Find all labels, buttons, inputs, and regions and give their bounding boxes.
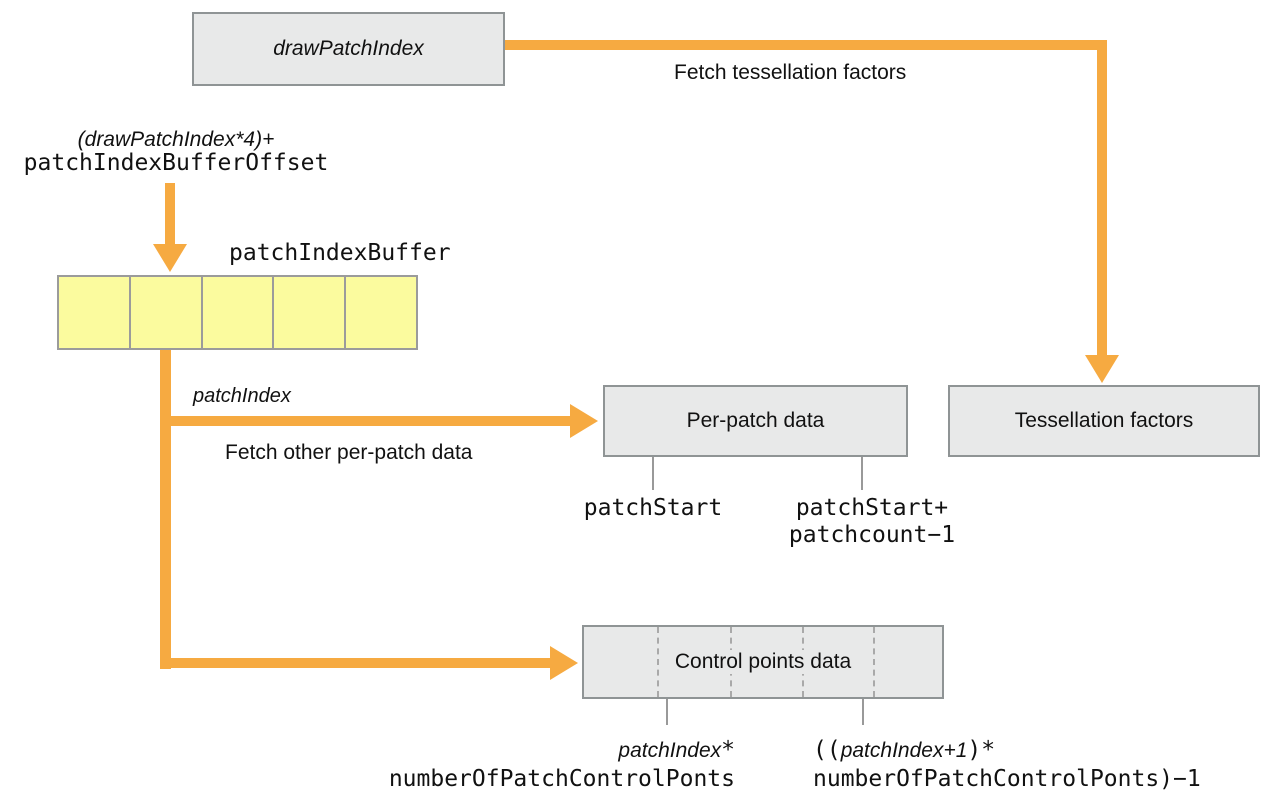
buffer-cell: [272, 277, 344, 348]
label-cp-left-italic: patchIndex: [618, 739, 722, 762]
label-patch-index-buffer: patchIndexBuffer: [229, 240, 451, 266]
label-cp-right-italic: patchIndex+1: [840, 739, 968, 762]
dashed-divider-icon: [873, 627, 875, 697]
arrow-buffer-offset-vertical-icon: [165, 183, 175, 245]
dashed-divider-icon: [657, 627, 659, 697]
label-patch-start-plus: patchStart+ patchcount−1: [752, 495, 992, 549]
box-tessellation-factors-label: Tessellation factors: [1014, 409, 1194, 432]
label-offset-line1: (drawPatchIndex*4)+: [77, 128, 275, 151]
arrowhead-right-per-patch-icon: [570, 404, 598, 438]
label-cp-left-op: *: [721, 737, 735, 763]
label-patch-start: patchStart: [583, 495, 723, 521]
box-draw-patch-index: drawPatchIndex: [192, 12, 505, 86]
label-patch-start-plus-line1: patchStart+: [795, 495, 949, 521]
label-cp-right-open: ((: [813, 737, 841, 763]
label-fetch-tessellation-factors: Fetch tessellation factors: [674, 61, 907, 84]
arrow-fetch-tessellation-horizontal-icon: [505, 40, 1107, 50]
arrow-fetch-control-points-horizontal-icon: [160, 658, 550, 668]
box-tessellation-factors: Tessellation factors: [948, 385, 1260, 457]
arrow-main-vertical-icon: [160, 350, 171, 669]
tick-cp-right-icon: [862, 699, 864, 725]
buffer-cell: [344, 277, 416, 348]
patch-index-buffer: [57, 275, 418, 350]
label-cp-left-line2: numberOfPatchControlPonts: [388, 766, 735, 792]
box-per-patch-data-label: Per-patch data: [686, 409, 825, 432]
buffer-cell: [128, 277, 201, 348]
arrowhead-right-control-points-icon: [550, 646, 578, 680]
box-control-points-data-label: Control points data: [664, 650, 862, 674]
label-cp-right-line1: ((patchIndex+1)*: [813, 737, 1201, 766]
arrow-fetch-per-patch-horizontal-icon: [160, 416, 570, 426]
label-offset-line2: patchIndexBufferOffset: [23, 150, 329, 176]
box-per-patch-data: Per-patch data: [603, 385, 908, 457]
box-control-points-data: Control points data: [582, 625, 944, 699]
tick-cp-left-icon: [666, 699, 668, 725]
label-cp-left-line1: patchIndex*: [389, 737, 735, 766]
buffer-cell: [200, 277, 273, 348]
arrow-fetch-tessellation-vertical-icon: [1097, 40, 1107, 355]
label-buffer-offset-expression: (drawPatchIndex*4)+ patchIndexBufferOffs…: [15, 128, 337, 176]
box-draw-patch-index-label: drawPatchIndex: [273, 37, 424, 60]
label-cp-right-close: )*: [967, 737, 996, 763]
arrowhead-down-tessellation-icon: [1085, 355, 1119, 383]
arrowhead-down-buffer-icon: [153, 244, 187, 272]
label-patch-start-plus-line2: patchcount−1: [788, 522, 956, 548]
buffer-cell: [59, 277, 129, 348]
label-cp-right-line2: numberOfPatchControlPonts)−1: [813, 766, 1201, 792]
label-control-points-start-index: patchIndex* numberOfPatchControlPonts: [389, 737, 735, 793]
label-control-points-end-index: ((patchIndex+1)* numberOfPatchControlPon…: [813, 737, 1201, 793]
tick-patch-start-icon: [652, 457, 654, 490]
tick-patch-start-plus-icon: [861, 457, 863, 490]
label-fetch-other-per-patch-data: Fetch other per-patch data: [225, 441, 473, 464]
label-patch-index: patchIndex: [193, 385, 291, 407]
